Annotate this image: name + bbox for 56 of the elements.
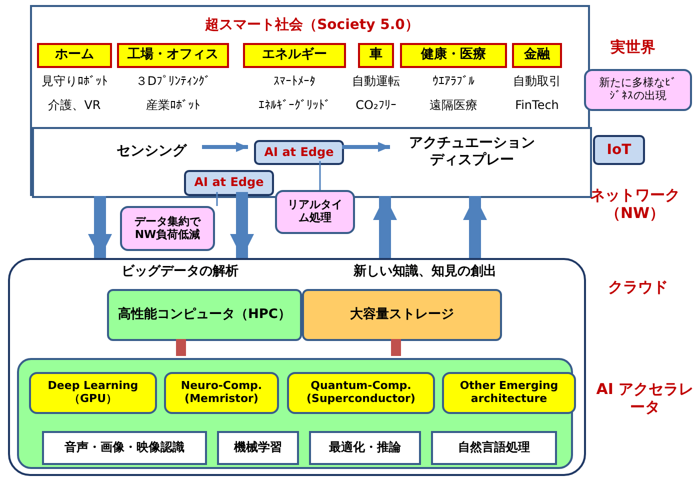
architecture-box: Deep Learning （GPU） bbox=[29, 372, 157, 414]
arrow bbox=[463, 196, 487, 258]
accelerator-panel bbox=[17, 358, 573, 469]
application-text: FinTech bbox=[514, 98, 560, 112]
application-box: 最適化・推論 bbox=[309, 431, 421, 465]
application-text: 産業ﾛﾎﾞｯﾄ bbox=[145, 98, 201, 112]
architecture-box: Quantum-Comp. (Superconductor) bbox=[287, 372, 435, 414]
application-text: ｳｴｱﾗﾌﾞﾙ bbox=[432, 74, 476, 88]
layer-label: クラウド bbox=[607, 278, 669, 296]
arrow bbox=[230, 192, 254, 258]
edge-ai-box: AI at Edge bbox=[254, 140, 344, 165]
application-box: 自然言語処理 bbox=[431, 431, 557, 465]
application-text: 自動運転 bbox=[351, 74, 401, 88]
architecture-box: Neuro-Comp. (Memristor) bbox=[164, 372, 279, 414]
application-text: 見守りﾛﾎﾞｯﾄ bbox=[40, 74, 108, 88]
application-text: 遠隔医療 bbox=[428, 98, 478, 112]
category-box: 工場・オフィス bbox=[117, 43, 229, 68]
application-text: 自動取引 bbox=[512, 74, 562, 88]
category-box: 健康・医療 bbox=[400, 43, 507, 68]
callout-tail bbox=[319, 161, 321, 190]
application-text: ３Dﾌﾟﾘﾝﾃｨﾝｸﾞ bbox=[134, 74, 212, 88]
category-box: 車 bbox=[358, 43, 394, 68]
storage-box: 大容量ストレージ bbox=[302, 289, 502, 341]
arrow bbox=[202, 142, 248, 152]
architecture-box: Other Emerging architecture bbox=[442, 372, 576, 414]
category-box: ホーム bbox=[37, 43, 112, 68]
heading-text: 超スマート社会（Society 5.0） bbox=[204, 17, 420, 34]
layer-label: 実世界 bbox=[610, 38, 656, 56]
iot-band bbox=[32, 127, 592, 198]
arrow bbox=[88, 196, 112, 258]
application-text: ｽﾏｰﾄﾒｰﾀ bbox=[272, 74, 316, 88]
application-text: ｴﾈﾙｷﾞｰｸﾞﾘｯﾄﾞ bbox=[258, 98, 332, 112]
society-panel bbox=[30, 5, 590, 196]
callout-bubble: データ集約でNW負荷低減 bbox=[120, 206, 215, 251]
application-box: 機械学習 bbox=[217, 431, 299, 465]
callout-bubble: 新たに多様なﾋﾞｼﾞﾈｽの出現 bbox=[584, 69, 692, 111]
layer-tag: IoT bbox=[593, 135, 645, 165]
arrow bbox=[342, 142, 390, 152]
callout-bubble: リアルタイム処理 bbox=[275, 190, 355, 234]
layer-label: ネットワーク（NW） bbox=[589, 186, 681, 222]
category-box: エネルギー bbox=[243, 43, 346, 68]
heading-text: 新しい知識、知見の創出 bbox=[352, 264, 498, 280]
category-box: 金融 bbox=[512, 43, 562, 68]
layer-label: AI アクセラレータ bbox=[595, 380, 695, 416]
hpc-box: 高性能コンピュータ（HPC） bbox=[107, 289, 302, 341]
connector-bar bbox=[176, 339, 186, 356]
edge-ai-box: AI at Edge bbox=[184, 170, 274, 196]
connector-bar bbox=[391, 339, 401, 356]
process-label: センシング bbox=[99, 138, 204, 164]
cloud-panel bbox=[8, 258, 586, 476]
application-text: 介護、VR bbox=[47, 98, 102, 112]
heading-text: ビッグデータの解析 bbox=[120, 264, 240, 280]
process-label: アクチュエーションディスプレー bbox=[396, 129, 548, 174]
arrow bbox=[373, 196, 397, 258]
callout-tail bbox=[216, 192, 218, 206]
application-box: 音声・画像・映像認識 bbox=[42, 431, 207, 465]
